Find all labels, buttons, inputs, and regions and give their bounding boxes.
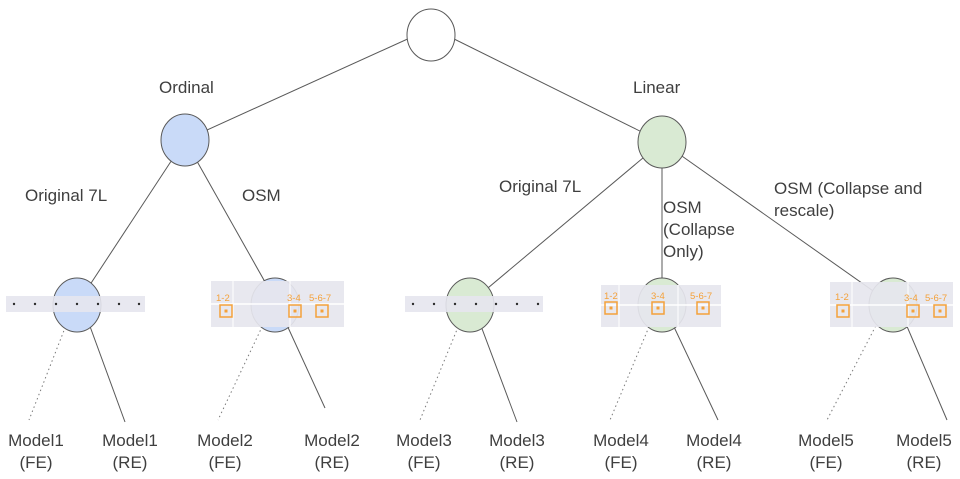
category-marker xyxy=(906,304,920,318)
leaf-model1-re: Model1(RE) xyxy=(102,431,158,472)
leaf-model3-re: Model3(RE) xyxy=(489,431,545,472)
category-label: 1-2 xyxy=(835,292,849,303)
category-marker xyxy=(933,304,947,318)
edge-m1-fe xyxy=(28,309,73,421)
edge-root-ordinal xyxy=(184,31,424,141)
edge-ordinal-orig xyxy=(77,139,186,304)
edge-label-ordinal-osm: OSM xyxy=(242,186,281,205)
linear-node xyxy=(637,115,687,169)
leaf-model4-fe: Model4(FE) xyxy=(593,431,649,472)
scale-strip-ordinal-orig xyxy=(6,296,145,312)
leaf-model1-fe: Model1(FE) xyxy=(8,431,64,472)
category-label: 3-4 xyxy=(651,291,665,302)
leaf-model4-re: Model4(RE) xyxy=(686,431,742,472)
edge-label-linear-original: Original 7L xyxy=(499,177,582,196)
category-label: 3-4 xyxy=(287,293,301,304)
category-label: 5-6-7 xyxy=(925,293,947,304)
category-marker xyxy=(696,301,710,315)
root-node xyxy=(406,8,456,62)
scale-strip-linear-orig xyxy=(405,296,543,312)
category-strip-linear-collapse: 1-2 3-4 5-6-7 xyxy=(601,285,721,327)
edge-linear-osm-rescale xyxy=(661,141,894,306)
category-label: 1-2 xyxy=(604,291,618,302)
ordinal-label: Ordinal xyxy=(159,78,214,97)
edge-m5-re xyxy=(899,309,948,421)
category-label: 1-2 xyxy=(216,293,230,304)
category-marker xyxy=(315,304,329,318)
edge-root-linear xyxy=(439,31,663,143)
leaf-model5-fe: Model5(FE) xyxy=(798,431,854,472)
category-label: 3-4 xyxy=(904,293,918,304)
edge-label-ordinal-original: Original 7L xyxy=(25,186,108,205)
linear-label: Linear xyxy=(633,78,681,97)
category-label: 5-6-7 xyxy=(690,291,712,302)
leaf-model2-fe: Model2(FE) xyxy=(197,431,253,472)
edge-m3-fe xyxy=(419,309,466,421)
category-marker xyxy=(604,301,618,315)
category-marker xyxy=(219,304,233,318)
ordinal-node xyxy=(160,113,210,167)
dotted-edges xyxy=(28,309,885,421)
edge-linear-orig xyxy=(469,141,663,304)
category-strip-linear-rescale: 1-2 3-4 5-6-7 xyxy=(830,282,953,327)
leaf-model3-fe: Model3(FE) xyxy=(396,431,452,472)
category-label: 5-6-7 xyxy=(309,293,331,304)
category-marker xyxy=(836,304,850,318)
category-marker xyxy=(288,304,302,318)
edge-label-osm-collapse-rescale: OSM (Collapse and rescale) xyxy=(774,179,923,220)
category-strip-ordinal-osm: 1-2 3-4 5-6-7 xyxy=(211,281,344,327)
leaf-model2-re: Model2(RE) xyxy=(304,431,360,472)
category-marker xyxy=(651,301,665,315)
edge-label-osm-collapse-only: OSM (Collapse Only) xyxy=(663,197,735,263)
edge-m1-re xyxy=(83,309,126,423)
edge-m4-fe xyxy=(609,309,657,421)
edge-ordinal-osm xyxy=(184,139,279,306)
leaf-model5-re: Model5(RE) xyxy=(896,431,952,472)
